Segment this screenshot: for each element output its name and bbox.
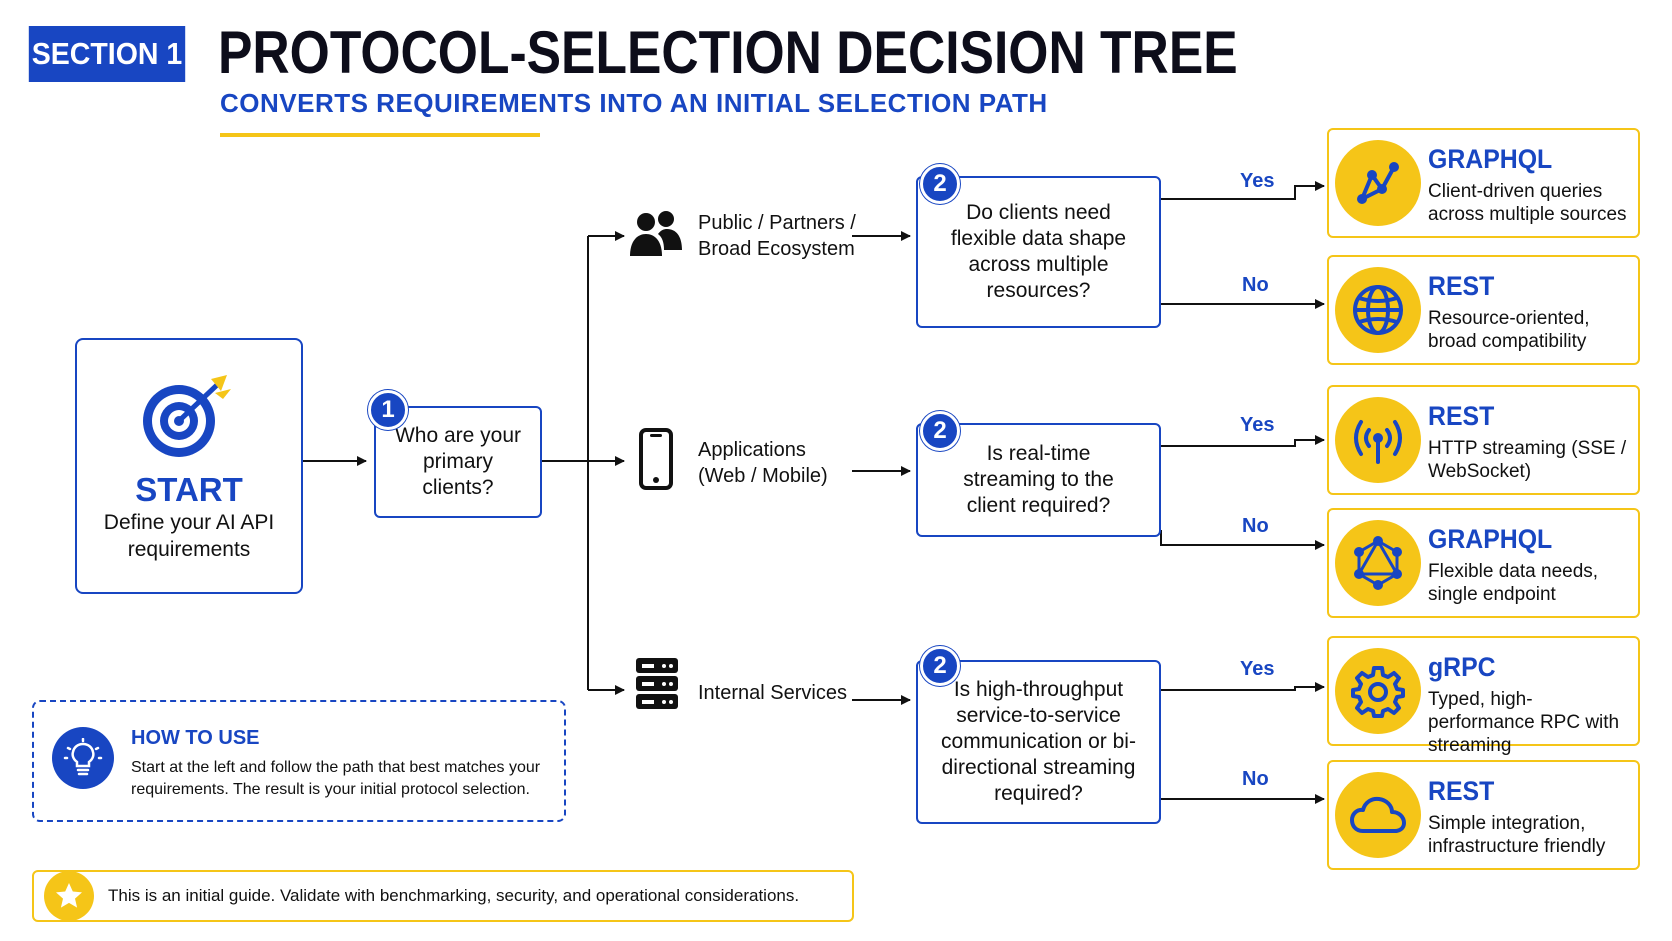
result-rest-3: REST Simple integration, infrastructure … <box>1327 760 1640 870</box>
question-1-text: Who are your primary clients? <box>394 424 522 499</box>
no-label-3: No <box>1242 768 1269 790</box>
smartphone-icon <box>639 428 673 490</box>
how-to-use-panel: HOW TO USE Start at the left and follow … <box>32 700 566 822</box>
globe-icon <box>1335 267 1421 353</box>
question-2a-text: Do clients need flexible data shape acro… <box>950 201 1127 302</box>
result-title: REST <box>1428 271 1495 301</box>
guide-note: This is an initial guide. Validate with … <box>32 870 854 922</box>
question-2b-box: Is real-time streaming to the client req… <box>916 423 1161 537</box>
start-description: Define your AI API requirements <box>103 511 275 561</box>
start-label: START <box>135 471 243 508</box>
result-title: GRAPHQL <box>1428 524 1553 554</box>
star-icon <box>44 871 94 921</box>
people-icon <box>630 211 682 256</box>
result-title: gRPC <box>1428 652 1496 682</box>
result-graphql-2: GRAPHQL Flexible data needs, single endp… <box>1327 508 1640 618</box>
title-underline <box>220 133 540 137</box>
result-grpc: gRPC Typed, high-performance RPC with st… <box>1327 636 1640 756</box>
question-2c-box: Is high-throughput service-to-service co… <box>916 660 1161 824</box>
result-description: Simple integration, infrastructure frien… <box>1428 813 1606 857</box>
result-description: HTTP streaming (SSE / WebSocket) <box>1428 438 1627 482</box>
result-rest-1: REST Resource-oriented, broad compatibil… <box>1327 255 1640 365</box>
how-to-use-title: HOW TO USE <box>131 727 260 749</box>
result-description: Typed, high-performance RPC with streami… <box>1428 689 1620 756</box>
step-2c-badge: 2 <box>920 646 960 686</box>
gear-icon <box>1335 648 1421 734</box>
yes-label-1: Yes <box>1240 170 1275 192</box>
result-graphql-1: GRAPHQL Client-driven queries across mul… <box>1327 128 1640 238</box>
question-1-box: Who are your primary clients? <box>374 406 542 518</box>
cloud-icon <box>1335 772 1421 858</box>
result-description: Client-driven queries across multiple so… <box>1428 181 1627 225</box>
result-title: REST <box>1428 776 1495 806</box>
server-icon <box>636 658 678 709</box>
note-text: This is an initial guide. Validate with … <box>108 886 800 905</box>
question-2b-text: Is real-time streaming to the client req… <box>963 442 1114 517</box>
step-1-badge: 1 <box>368 390 408 430</box>
start-box: START Define your AI API requirements <box>75 338 303 594</box>
step-2b-badge: 2 <box>920 411 960 451</box>
result-title: REST <box>1428 401 1495 431</box>
result-description: Flexible data needs, single endpoint <box>1428 561 1599 605</box>
page-title: PROTOCOL-SELECTION DECISION TREE <box>218 19 1238 86</box>
target-icon <box>143 375 231 457</box>
branch-label-internal: Internal Services <box>698 682 847 704</box>
section-badge: SECTION 1 <box>28 26 186 82</box>
step-2a-badge: 2 <box>920 164 960 204</box>
broadcast-icon <box>1335 397 1421 483</box>
page-subtitle: CONVERTS REQUIREMENTS INTO AN INITIAL SE… <box>220 88 1048 118</box>
branch-label-public: Public / Partners / Broad Ecosystem <box>698 212 856 260</box>
how-to-use-text: Start at the left and follow the path th… <box>131 759 541 798</box>
no-label-2: No <box>1242 515 1269 537</box>
branch-label-applications: Applications (Web / Mobile) <box>698 439 828 487</box>
graph-nodes-icon <box>1335 140 1421 226</box>
result-description: Resource-oriented, broad compatibility <box>1428 308 1590 352</box>
lightbulb-icon <box>52 727 114 789</box>
yes-label-3: Yes <box>1240 658 1275 680</box>
yes-label-2: Yes <box>1240 414 1275 436</box>
graphql-logo-icon <box>1335 520 1421 606</box>
result-rest-2: REST HTTP streaming (SSE / WebSocket) <box>1327 385 1640 495</box>
result-title: GRAPHQL <box>1428 144 1553 174</box>
question-2a-box: Do clients need flexible data shape acro… <box>916 176 1161 328</box>
question-2c-text: Is high-throughput service-to-service co… <box>941 678 1136 805</box>
no-label-1: No <box>1242 274 1269 296</box>
